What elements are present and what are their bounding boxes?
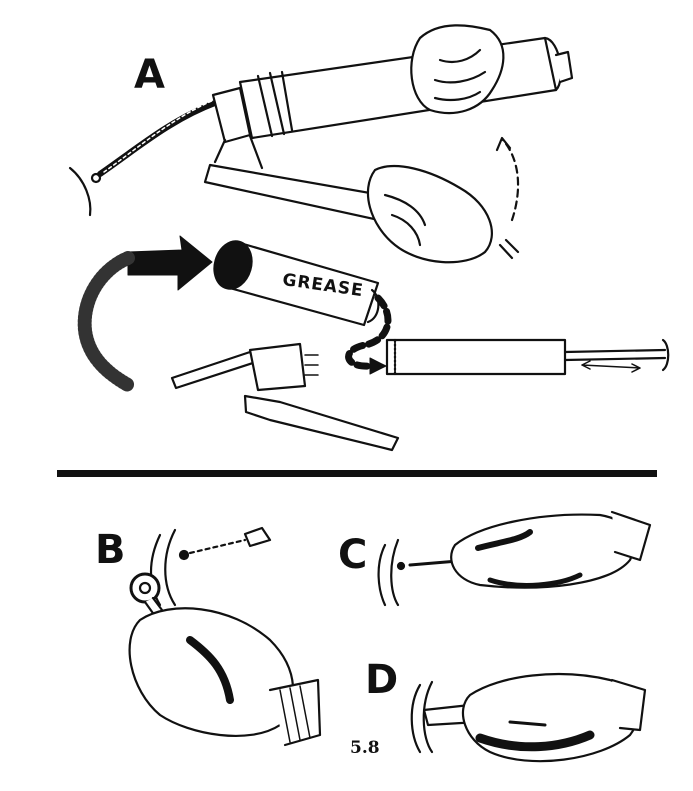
cleaning-fitting (377, 510, 652, 607)
hand-d-shading (475, 730, 595, 752)
grease-cartridge (213, 240, 380, 327)
hand-c-shading (475, 529, 533, 551)
dashed-nipple-path (188, 538, 247, 555)
grease-spray (77, 251, 135, 392)
hand-b (128, 607, 295, 737)
gun-barrel-plunger (385, 338, 670, 376)
lower-hand-fingers (383, 193, 427, 247)
hand-d (461, 673, 640, 763)
hose-pattern (103, 99, 215, 173)
checking-fitting (410, 673, 647, 763)
ring-wrench (129, 572, 161, 604)
flexible-hose (97, 100, 218, 177)
grease-nipple (90, 172, 102, 184)
joint-surface (68, 166, 92, 217)
panel-label-d: D (365, 657, 399, 703)
hand-c-cuff (610, 510, 652, 562)
grease-gun-in-use (68, 24, 574, 264)
lower-hand (366, 164, 493, 264)
plunger-arrow (581, 360, 641, 373)
gun-barrel (238, 36, 558, 140)
hand-d-cuff (610, 678, 647, 732)
barrel-band (256, 70, 294, 138)
cartridge-insert-arrow (345, 294, 392, 370)
end-knob (554, 50, 574, 84)
figure-number: 5.8 (350, 738, 380, 758)
motion-arrow (501, 138, 520, 222)
upper-hand-fingers (433, 48, 487, 102)
panel-label-b: B (95, 527, 126, 573)
refill-arrow (77, 235, 213, 392)
hand-b-shading (186, 636, 234, 704)
motion-arrow-head (495, 136, 512, 152)
grease-nipple-part (243, 526, 272, 548)
section-divider (57, 470, 657, 477)
nipple-hole (178, 549, 190, 561)
removing-nipple-with-wrench (128, 526, 322, 747)
cuff-lines (498, 238, 520, 260)
panel-label-a: A (134, 52, 165, 98)
panel-label-c: C (338, 532, 368, 578)
gun-head-disassembled (170, 342, 400, 452)
hand-c (450, 513, 635, 589)
lever-link (213, 134, 264, 170)
cartridge-insert-arrow-head (369, 357, 387, 375)
